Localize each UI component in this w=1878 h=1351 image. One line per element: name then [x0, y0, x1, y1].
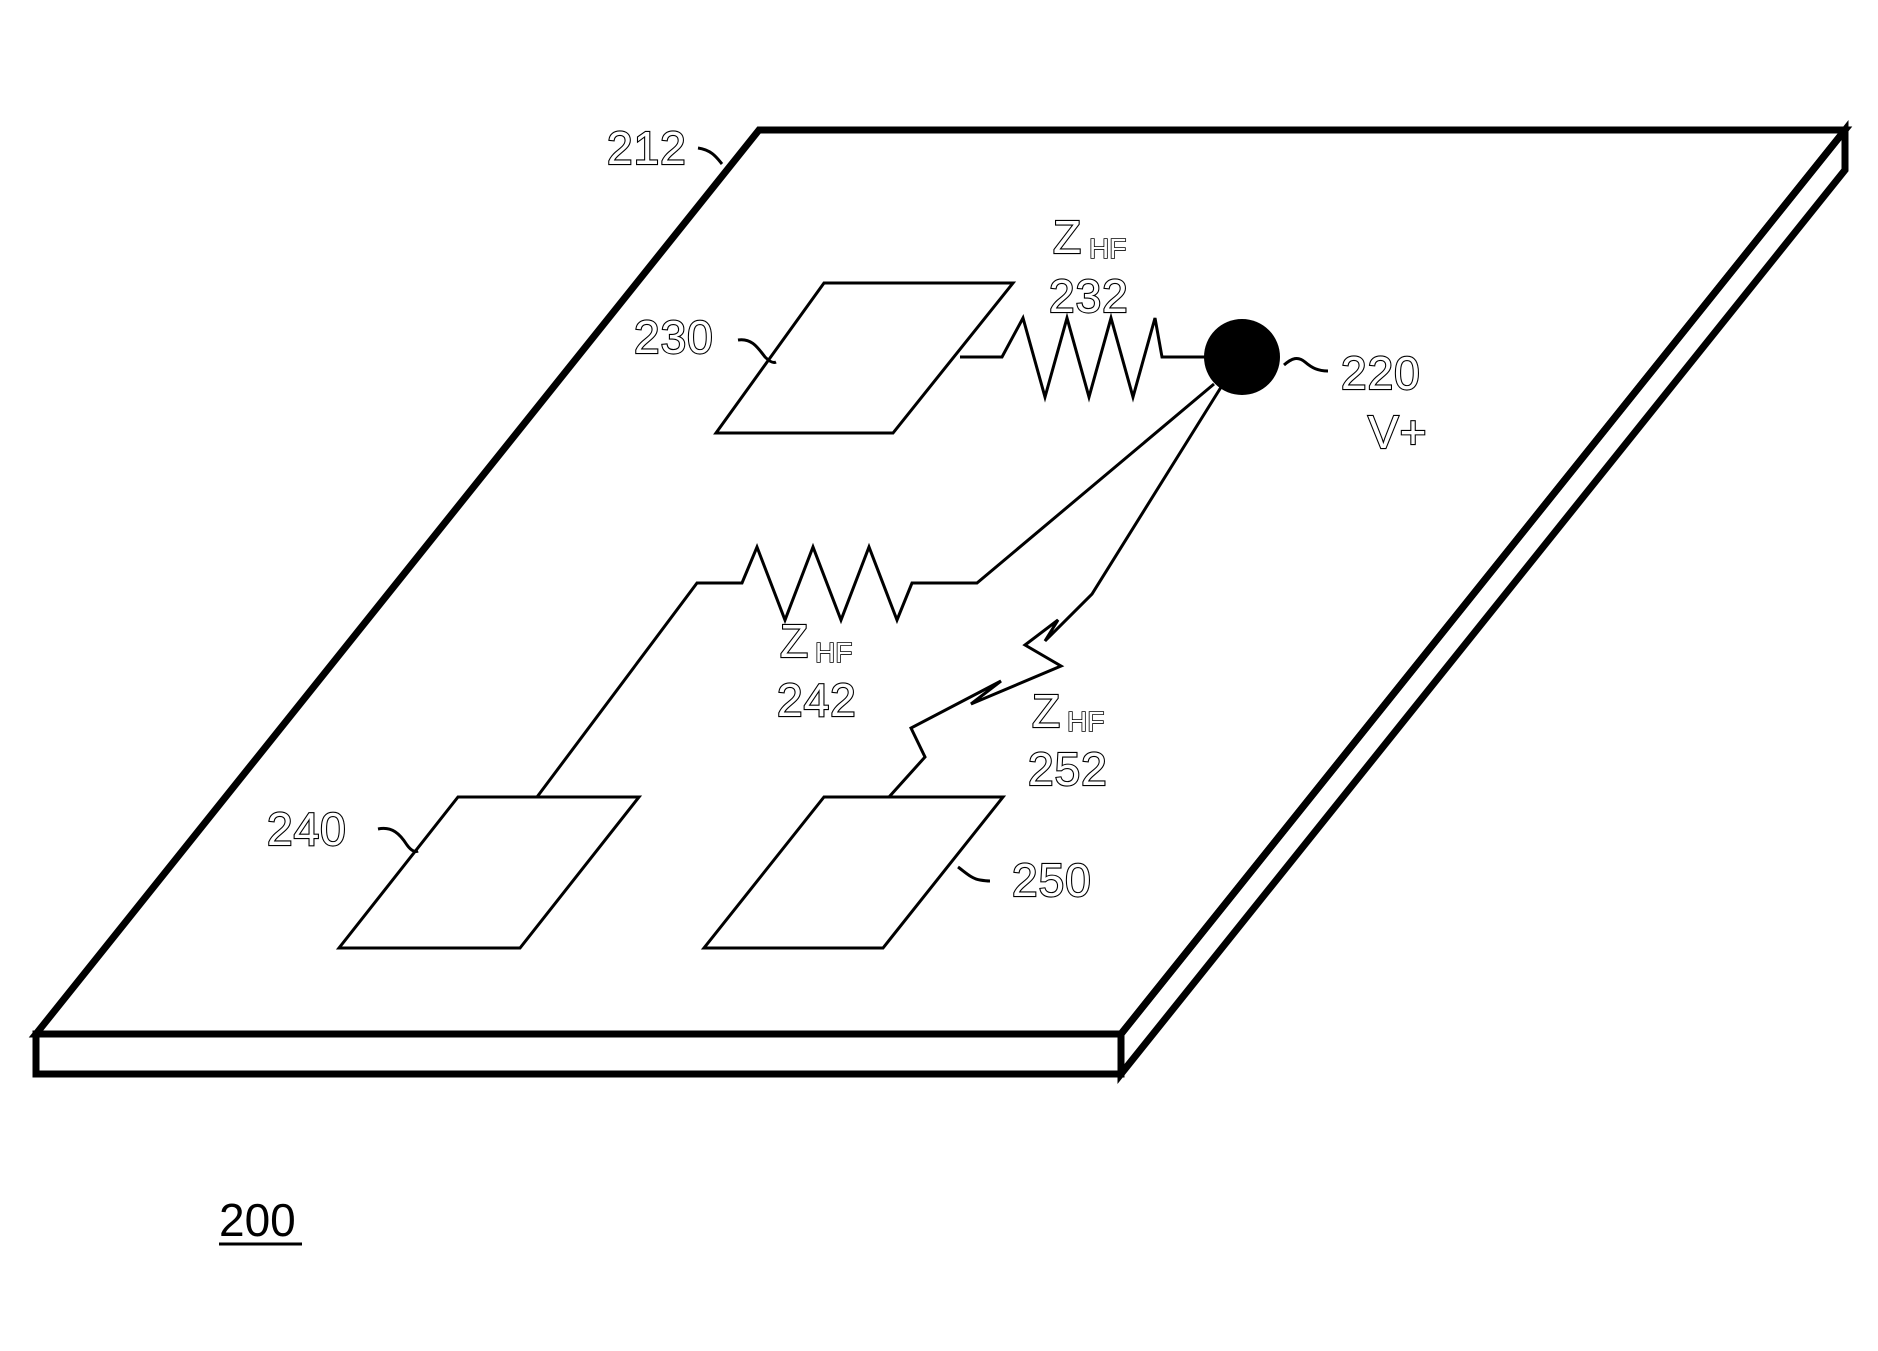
pad-240 [339, 797, 639, 948]
substrate-board [36, 130, 1845, 1074]
impedance-232-ref: 232 [1049, 270, 1129, 322]
substrate-side-edge [1121, 130, 1845, 1074]
impedance-242-trace [537, 384, 1214, 797]
leader-220 [1284, 358, 1328, 371]
leader-240 [378, 828, 418, 851]
impedance-252-subscript: HF [1067, 706, 1104, 737]
label-v-plus: V+ [1368, 406, 1428, 458]
impedance-232-trace [960, 318, 1208, 397]
leader-250 [958, 867, 990, 881]
pad-250 [704, 797, 1003, 948]
impedance-242-ref: 242 [777, 674, 857, 726]
impedance-232-symbol: Z [1053, 211, 1082, 263]
substrate-front-edge [36, 1034, 1121, 1074]
impedance-252-symbol: Z [1032, 685, 1061, 737]
node-220-terminal [1204, 319, 1280, 395]
label-220: 220 [1341, 347, 1421, 399]
figure-number: 200 [219, 1194, 296, 1246]
label-212: 212 [607, 122, 687, 174]
impedance-242-subscript: HF [815, 637, 852, 668]
label-230: 230 [634, 311, 714, 363]
impedance-242-symbol: Z [780, 615, 809, 667]
impedance-232-subscript: HF [1089, 233, 1126, 264]
leader-212 [698, 148, 722, 164]
label-250: 250 [1012, 854, 1092, 906]
impedance-252-ref: 252 [1028, 743, 1108, 795]
label-240: 240 [267, 803, 347, 855]
leader-lines [378, 148, 1328, 881]
